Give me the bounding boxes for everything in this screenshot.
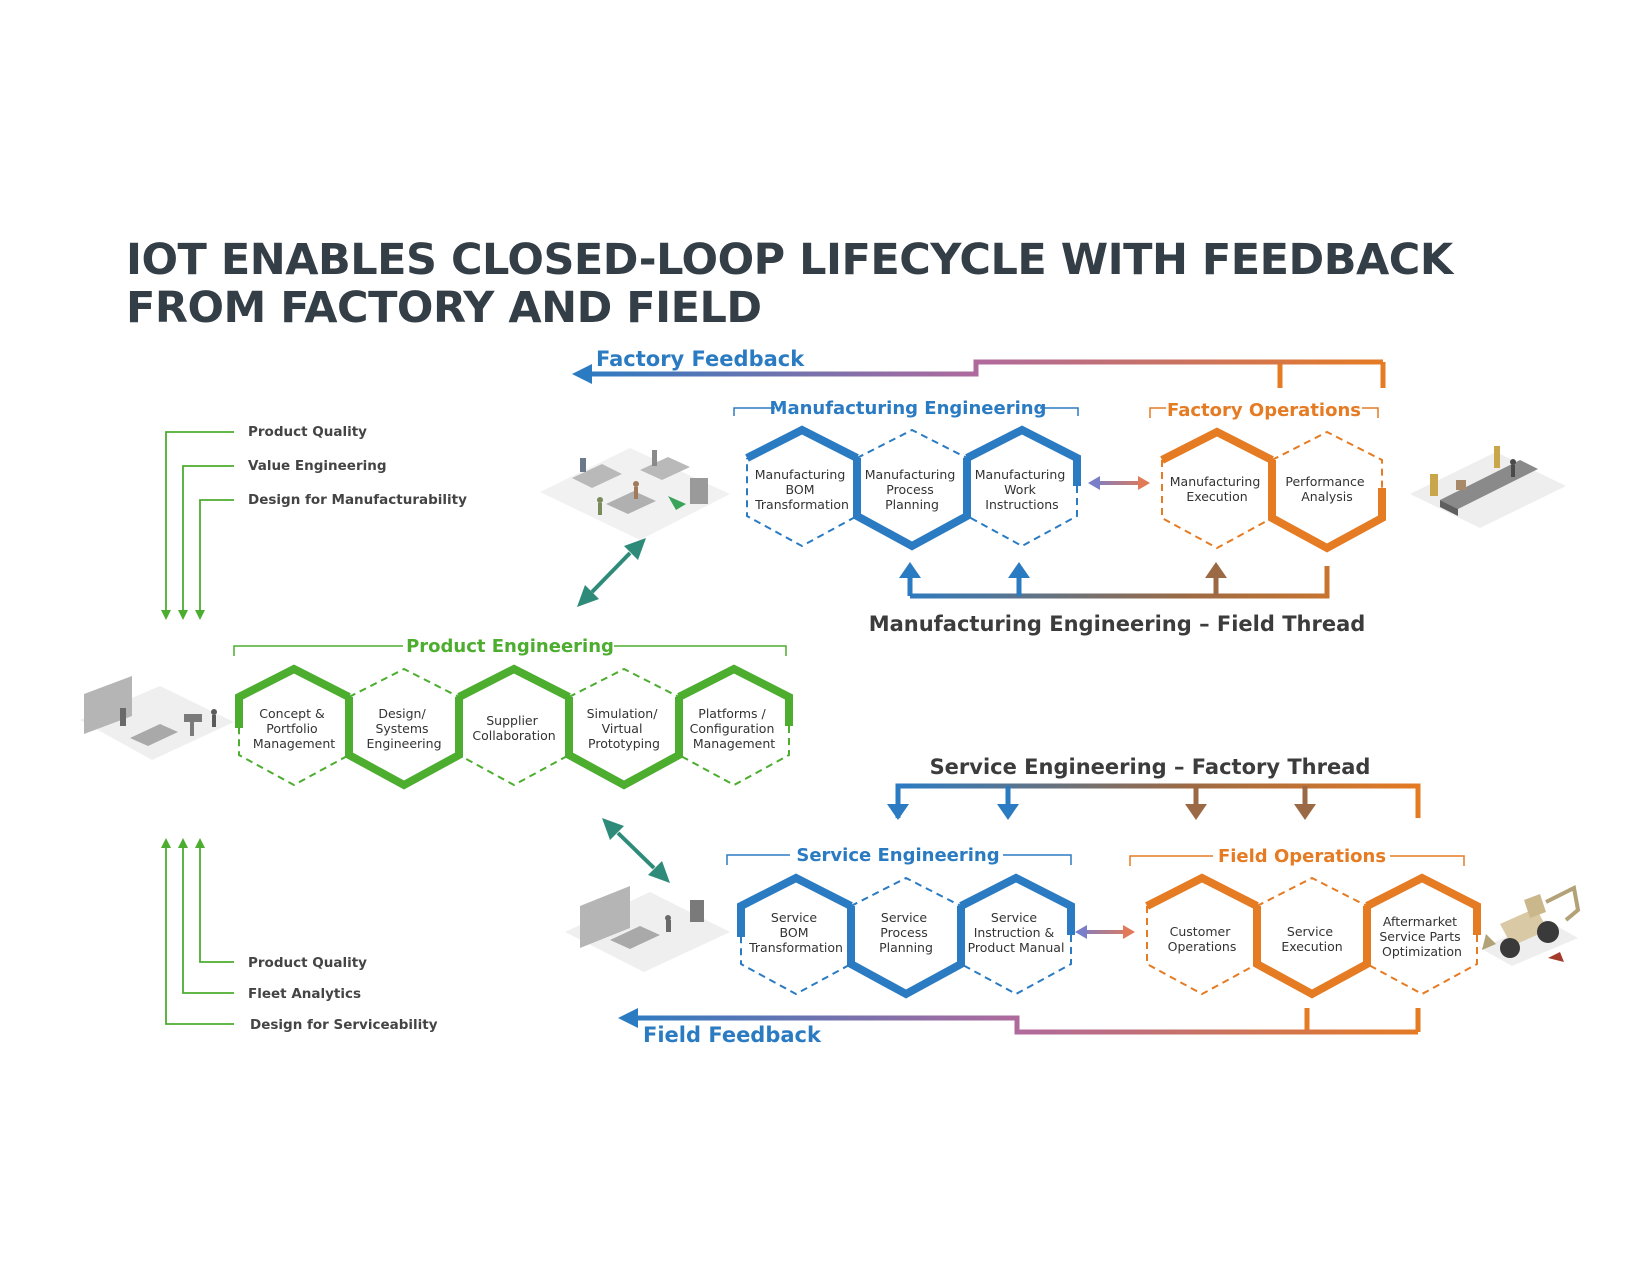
hex-mfg-work-instructions: Manufacturing Work Instructions — [965, 425, 1081, 548]
hex-label: Customer Operations — [1168, 924, 1237, 954]
hex-label: Supplier Collaboration — [472, 713, 555, 743]
bracket-product-engineering — [233, 645, 787, 656]
hex-supplier-collaboration: Supplier Collaboration — [457, 664, 571, 787]
label-product-engineering: Product Engineering — [406, 636, 614, 657]
bracket-manufacturing-engineering — [733, 407, 1079, 416]
hex-label: Concept & Portfolio Management — [253, 706, 335, 751]
hex-label: Aftermarket Service Parts Optimization — [1379, 914, 1464, 959]
hex-service-process-planning: Service Process Planning — [847, 876, 965, 999]
feedback-top-item: Product Quality — [248, 424, 367, 440]
hex-label: Manufacturing Execution — [1170, 474, 1265, 504]
hex-performance-analysis: Performance Analysis — [1268, 430, 1386, 553]
label-manufacturing-engineering: Manufacturing Engineering — [770, 398, 1047, 419]
connector-mfg-to-factory — [1088, 476, 1150, 490]
hex-row-field-operations: Customer Operations Service Execution Af… — [1145, 873, 1481, 999]
mfg-field-thread: Manufacturing Engineering – Field Thread — [869, 562, 1366, 636]
bracket-service-engineering — [726, 854, 1072, 865]
hex-simulation-prototyping: Simulation/ Virtual Prototyping — [565, 667, 683, 790]
product-engineering-illustration — [80, 676, 234, 760]
hex-mfg-process-planning: Manufacturing Process Planning — [853, 428, 971, 551]
hex-row-product-engineering: Concept & Portfolio Management Design/ S… — [235, 664, 793, 790]
hex-aftermarket-parts: Aftermarket Service Parts Optimization — [1365, 873, 1481, 996]
feedback-top-item: Design for Manufacturability — [248, 492, 467, 508]
factory-line-illustration — [1410, 446, 1566, 528]
hex-concept-portfolio: Concept & Portfolio Management — [235, 664, 351, 787]
hex-design-systems: Design/ Systems Engineering — [345, 667, 463, 790]
label-field-operations: Field Operations — [1218, 846, 1386, 867]
feedback-top-item: Value Engineering — [248, 458, 387, 474]
hex-row-factory-operations: Manufacturing Execution Performance Anal… — [1160, 427, 1386, 553]
green-arrowheads-down — [161, 610, 205, 620]
svc-factory-thread: Service Engineering – Factory Thread — [887, 755, 1421, 820]
hex-label: Simulation/ Virtual Prototyping — [587, 706, 662, 751]
hex-row-manufacturing-engineering: Manufacturing BOM Transformation Manufac… — [745, 425, 1081, 551]
hex-label: Performance Analysis — [1285, 474, 1368, 504]
hex-row-service-engineering: Service BOM Transformation Service Proce… — [737, 873, 1075, 999]
title-line-1: IOT ENABLES CLOSED-LOOP LIFECYCLE WITH F… — [126, 235, 1453, 285]
field-feedback-label: Field Feedback — [643, 1023, 822, 1047]
bracket-factory-operations — [1149, 407, 1379, 418]
green-arrowheads-up — [161, 838, 205, 848]
feedback-bottom-item: Design for Serviceability — [250, 1017, 438, 1033]
hex-mfg-bom-transformation: Manufacturing BOM Transformation — [745, 425, 859, 548]
hex-label: Service Instruction & Product Manual — [968, 910, 1065, 955]
label-factory-operations: Factory Operations — [1167, 400, 1361, 421]
factory-feedback-flow: Factory Feedback — [572, 347, 1386, 388]
factory-feedback-label: Factory Feedback — [596, 347, 805, 371]
hex-label: Service Process Planning — [879, 910, 933, 955]
hex-manufacturing-execution: Manufacturing Execution — [1160, 427, 1274, 550]
bracket-field-operations — [1129, 855, 1465, 866]
diagonal-arrow-product-to-service — [602, 818, 670, 883]
hex-service-execution: Service Execution — [1253, 876, 1371, 999]
hex-service-bom-transformation: Service BOM Transformation — [737, 873, 853, 996]
hex-label: Service BOM Transformation — [748, 910, 843, 955]
label-service-engineering: Service Engineering — [796, 845, 999, 866]
diagonal-arrow-product-to-mfg — [577, 538, 646, 607]
hex-label: Service Execution — [1281, 924, 1342, 954]
hex-label: Manufacturing Work Instructions — [975, 467, 1070, 512]
hex-label: Design/ Systems Engineering — [367, 706, 442, 751]
backhoe-illustration — [1480, 885, 1581, 966]
hex-platforms-configuration: Platforms / Configuration Management — [677, 664, 793, 787]
feedback-bottom-item: Product Quality — [248, 955, 367, 971]
field-feedback-flow: Field Feedback — [618, 1008, 1421, 1047]
connector-service-to-field — [1075, 925, 1135, 939]
page-title: IOT ENABLES CLOSED-LOOP LIFECYCLE WITH F… — [126, 236, 1453, 332]
feedback-bottom-item: Fleet Analytics — [248, 986, 361, 1002]
svc-factory-thread-label: Service Engineering – Factory Thread — [930, 755, 1371, 779]
green-feedback-arrows-top — [165, 431, 234, 612]
manufacturing-office-illustration — [540, 448, 730, 540]
green-feedback-arrows-bottom — [165, 846, 234, 1025]
title-line-2: FROM FACTORY AND FIELD — [126, 283, 762, 333]
hex-label: Manufacturing Process Planning — [865, 467, 960, 512]
hex-label: Manufacturing BOM Transformation — [754, 467, 849, 512]
hex-service-instruction-manual: Service Instruction & Product Manual — [959, 873, 1075, 996]
hex-customer-operations: Customer Operations — [1145, 873, 1259, 996]
mfg-field-thread-label: Manufacturing Engineering – Field Thread — [869, 612, 1366, 636]
hex-label: Platforms / Configuration Management — [690, 706, 779, 751]
service-engineering-illustration — [565, 886, 730, 972]
